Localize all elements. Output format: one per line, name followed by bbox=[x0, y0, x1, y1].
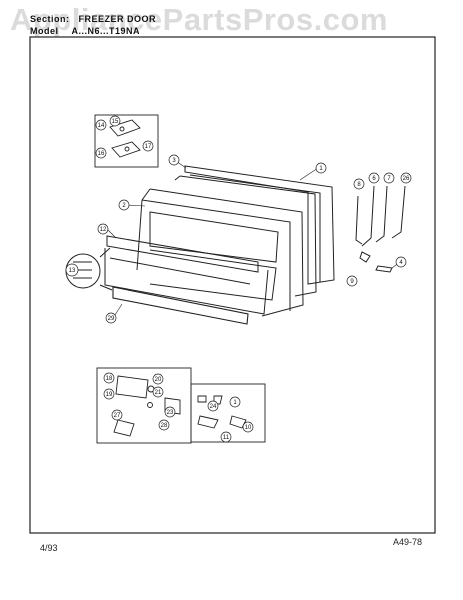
model-label: Model bbox=[30, 26, 59, 36]
callout-11: 11 bbox=[223, 435, 230, 441]
callout-1b: 1 bbox=[233, 400, 237, 406]
callout-circles bbox=[65, 115, 412, 443]
door-outer-panel bbox=[174, 165, 335, 297]
callout-21: 21 bbox=[155, 390, 162, 396]
callout-14: 14 bbox=[98, 123, 105, 129]
model-header: Model A...N6...T19NA bbox=[30, 26, 140, 36]
callout-24: 24 bbox=[210, 404, 217, 410]
callout-1: 1 bbox=[319, 166, 323, 172]
hinge-inset-top bbox=[94, 114, 159, 168]
callout-18: 18 bbox=[106, 376, 113, 382]
callout-4: 4 bbox=[399, 260, 403, 266]
door-shelf-bar bbox=[104, 235, 269, 315]
callout-23: 23 bbox=[167, 410, 174, 416]
bottom-trim bbox=[112, 286, 249, 325]
callout-12: 12 bbox=[100, 227, 107, 233]
callout-2: 2 bbox=[122, 203, 126, 209]
model-value: A...N6...T19NA bbox=[71, 26, 141, 36]
door-inner-liner bbox=[136, 188, 304, 317]
callout-9: 9 bbox=[350, 279, 354, 285]
callout-10: 10 bbox=[245, 425, 252, 431]
callout-27: 27 bbox=[114, 413, 121, 419]
diagram-border bbox=[29, 36, 436, 534]
callout-20: 20 bbox=[155, 377, 162, 383]
callout-29: 29 bbox=[108, 316, 115, 322]
footer-code: A49-78 bbox=[393, 537, 423, 547]
callout-8: 8 bbox=[357, 182, 361, 188]
callout-19: 19 bbox=[106, 392, 113, 398]
callout-3: 3 bbox=[172, 158, 176, 164]
callout-15: 15 bbox=[112, 119, 119, 125]
door-handles bbox=[355, 185, 406, 273]
callout-28: 28 bbox=[161, 423, 168, 429]
section-header: Section: FREEZER DOOR bbox=[30, 14, 156, 24]
callout-26: 26 bbox=[403, 176, 410, 182]
callout-17: 17 bbox=[145, 144, 152, 150]
callout-7: 7 bbox=[387, 176, 391, 182]
callout-6: 6 bbox=[372, 176, 376, 182]
callout-13: 13 bbox=[69, 268, 76, 274]
watermark: AppliancePartsPros.com bbox=[10, 2, 388, 37]
callout-16: 16 bbox=[98, 151, 105, 157]
footer-date: 4/93 bbox=[40, 543, 58, 553]
section-label: Section: bbox=[30, 14, 70, 24]
section-value: FREEZER DOOR bbox=[78, 14, 157, 24]
